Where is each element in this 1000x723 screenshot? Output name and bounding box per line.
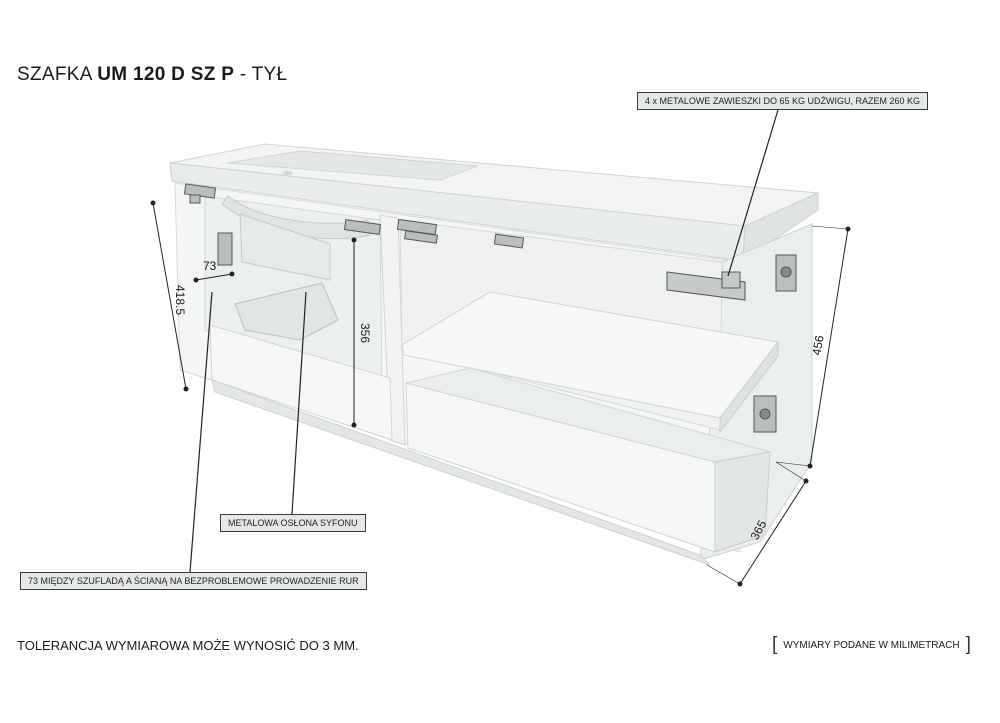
dim-right-height <box>775 225 851 469</box>
callout-hangers: 4 x METALOWE ZAWIESZKI DO 65 KG UDŹWIGU,… <box>637 92 929 110</box>
dim-inner-height-label: 356 <box>358 323 372 343</box>
units-note: [ WYMIARY PODANE W MILIMETRACH] <box>772 634 971 656</box>
upper-drawer-box <box>239 213 331 281</box>
drawer-clip-left <box>217 232 233 266</box>
page-title: SZAFKA UM 120 D SZ P - TYŁ <box>17 64 287 86</box>
hanger-bracket-5 <box>666 271 746 301</box>
title-prefix: SZAFKA <box>17 64 92 85</box>
basin-recess <box>227 150 479 181</box>
drain-hole <box>283 171 293 175</box>
dim-gap <box>193 271 235 283</box>
dim-gap-label: 73 <box>203 259 217 273</box>
leader-gap <box>189 291 213 573</box>
callout-gap: 73 MIĘDZY SZUFLADĄ A ŚCIANĄ NA BEZPROBLE… <box>20 572 367 590</box>
tolerance-note: TOLERANCJA WYMIAROWA MOŻE WYNOSIĆ DO 3 M… <box>17 638 359 653</box>
dim-right-height-label: 456 <box>809 334 826 356</box>
shelf-edge <box>719 340 779 434</box>
units-bracket-close: ] <box>965 634 971 655</box>
units-bracket-open: [ <box>772 634 778 655</box>
hanger-bracket-1 <box>183 183 217 204</box>
hanger-bracket-3 <box>396 218 438 244</box>
title-suffix: - TYŁ <box>239 64 288 85</box>
dim-left-height-label: 418.5 <box>173 285 187 315</box>
countertop-side <box>742 192 819 262</box>
siphon-shield <box>234 282 339 341</box>
side-hinge-top <box>775 254 797 292</box>
dim-depth <box>706 461 809 587</box>
title-model: UM 120 D SZ P <box>97 64 235 85</box>
dim-left-height <box>150 200 189 392</box>
center-divider <box>379 214 406 446</box>
leader-siphon <box>291 291 307 515</box>
leader-hangers <box>727 109 779 277</box>
callout-siphon: METALOWA OSŁONA SYFONU <box>220 514 366 532</box>
dim-inner-height <box>351 237 357 428</box>
hanger-bracket-2 <box>343 219 382 236</box>
cabinet-bottom <box>211 379 711 566</box>
side-hinge-bottom <box>753 395 777 433</box>
left-drawer-front <box>209 324 393 441</box>
drawer-right-side <box>714 451 771 553</box>
units-text: WYMIARY PODANE W MILIMETRACH <box>783 639 960 651</box>
hanger-bracket-4 <box>493 233 525 249</box>
